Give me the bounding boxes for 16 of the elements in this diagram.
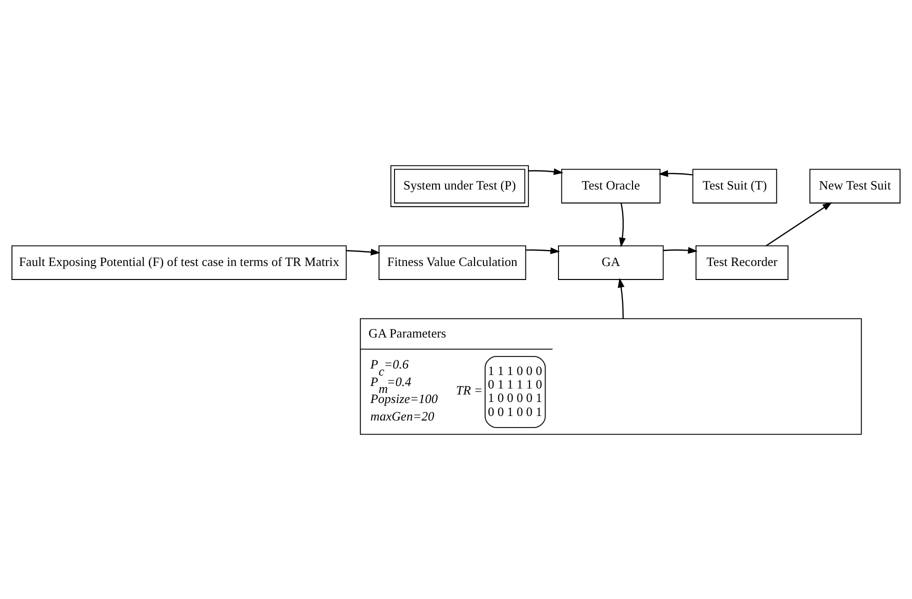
arrow — [619, 202, 626, 247]
node-box: GA — [558, 244, 664, 280]
arrow — [526, 246, 560, 254]
node-box: Fitness Value Calculation — [378, 244, 526, 280]
arrow — [346, 248, 380, 255]
arrow — [528, 168, 564, 175]
node-box: Test Suit (T) — [692, 168, 778, 203]
node-box: System under Test (P) — [390, 164, 529, 207]
arrow — [658, 170, 693, 176]
arrow — [618, 277, 624, 318]
node-box: Test Recorder — [696, 244, 788, 280]
node-box: Test Oracle — [561, 168, 660, 203]
arrow — [766, 202, 832, 246]
node-box: Fault Exposing Potential (F) of test case in terms of TR Matrix — [11, 244, 347, 280]
node-box: New Test Suit — [809, 168, 901, 203]
arrow — [663, 246, 698, 254]
